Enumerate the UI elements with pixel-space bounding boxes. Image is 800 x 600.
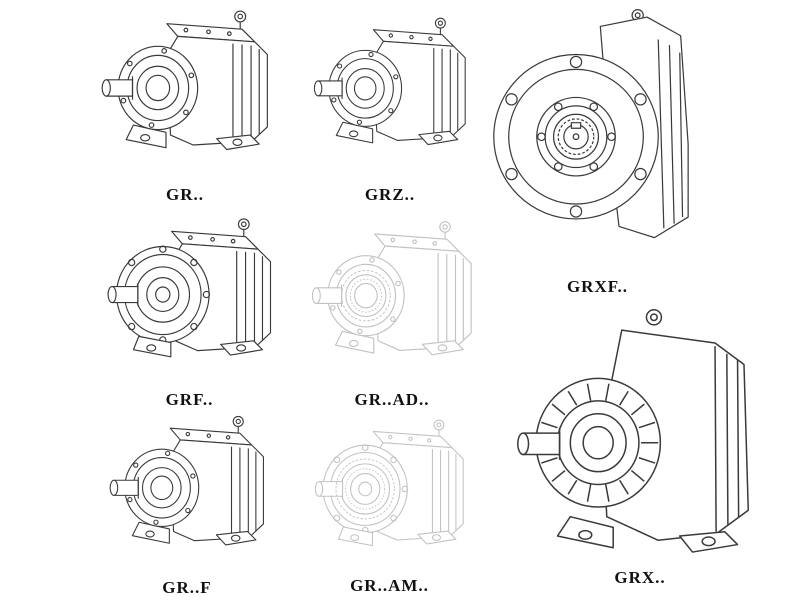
gear-unit-grf-drawing: [72, 210, 307, 388]
gear-unit-grff-drawing: [72, 408, 302, 576]
figure-label-grff: GR..F: [162, 578, 212, 597]
gear-unit-gr-drawing: [70, 2, 300, 183]
figure-gr: GR..: [70, 2, 300, 207]
figure-label-grf: GRF..: [165, 390, 214, 409]
figure-label-grx: GRX..: [614, 568, 666, 587]
gear-unit-grad-drawing: [292, 212, 492, 388]
gear-unit-grz-drawing: [295, 2, 485, 183]
figure-gram: GR..AM..: [292, 412, 487, 598]
figure-label-gr: GR..: [166, 185, 204, 204]
figure-label-grz: GRZ..: [364, 185, 416, 204]
gear-unit-grx-drawing: [495, 298, 785, 566]
figure-grz: GRZ..: [295, 2, 485, 207]
figure-grf: GRF..: [72, 210, 307, 412]
gear-unit-gram-drawing: [292, 412, 487, 574]
gear-unit-grxf-drawing: [485, 4, 710, 275]
figure-label-grxf: GRXF..: [566, 277, 629, 296]
figure-grad: GR..AD..: [292, 212, 492, 412]
figure-grxf: GRXF..: [485, 4, 710, 299]
figure-label-gram: GR..AM..: [350, 576, 429, 595]
figure-label-grad: GR..AD..: [354, 390, 430, 409]
figure-grx: GRX..: [495, 298, 785, 590]
figure-grff: GR..F: [72, 408, 302, 600]
